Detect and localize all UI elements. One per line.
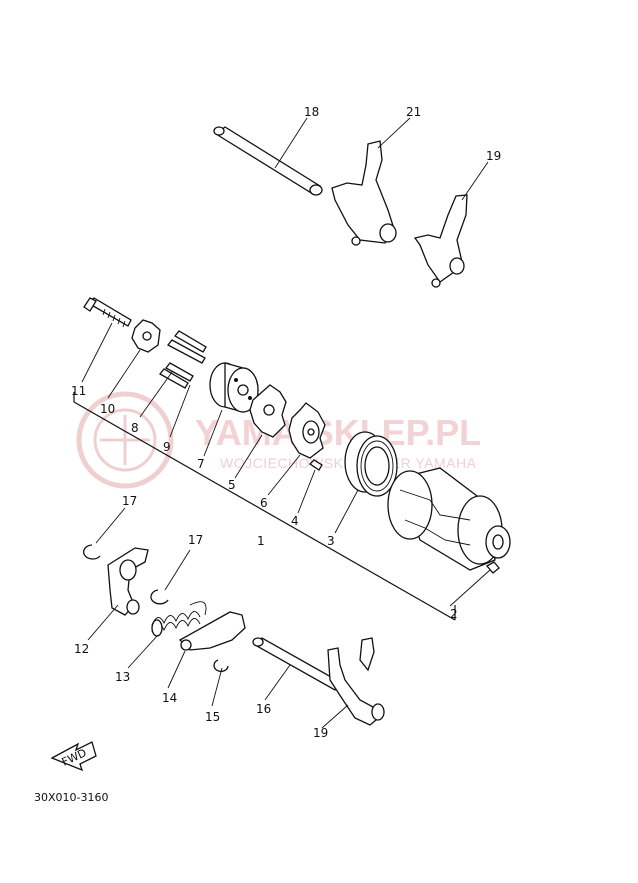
callout-18: 18 [304, 105, 319, 119]
callout-17-right: 17 [188, 533, 203, 547]
part-2-shift-drum [387, 467, 511, 574]
callout-16: 16 [256, 702, 271, 716]
callout-15: 15 [205, 710, 220, 724]
callout-11: 11 [71, 384, 86, 398]
part-14-arm [178, 601, 246, 651]
callout-13: 13 [115, 670, 130, 684]
leader-13 [127, 634, 159, 669]
part-11-bolt [83, 297, 132, 328]
leader-9 [169, 384, 191, 438]
part-19-shift-fork [413, 194, 468, 288]
part-16-shift-shaft [252, 637, 341, 691]
leader-7 [203, 409, 223, 457]
callout-21: 21 [406, 105, 421, 119]
assembly-bracket-lines [73, 392, 456, 621]
part-4-pin [308, 459, 323, 471]
part-20-shift-fork [327, 637, 385, 726]
part-8-9-pins [159, 330, 207, 389]
leader-5 [234, 434, 263, 479]
leader-18 [274, 117, 308, 169]
part-12-shift-lever [107, 547, 149, 616]
callout-5: 5 [228, 478, 236, 492]
part-21-shift-fork [331, 140, 397, 246]
part-15-clip [213, 659, 229, 673]
callout-1: 1 [257, 534, 265, 548]
callout-14: 14 [162, 691, 177, 705]
leader-16 [264, 664, 291, 701]
callout-7: 7 [197, 457, 205, 471]
leader-12 [87, 604, 119, 641]
part-7-cam-segment [209, 362, 259, 413]
leader-8 [139, 371, 173, 418]
callout-12: 12 [74, 642, 89, 656]
callout-10: 10 [100, 402, 115, 416]
part-3-bearing [344, 431, 398, 497]
part-10-segment [131, 319, 161, 353]
leader-21 [377, 117, 411, 149]
part-18-shift-rod [213, 126, 323, 196]
callout-9: 9 [163, 440, 171, 454]
part-17-circlip-left [83, 544, 101, 560]
callout-19: 19 [486, 149, 501, 163]
leader-17a [95, 507, 126, 544]
callout-3: 3 [327, 534, 335, 548]
leader-14 [167, 650, 186, 689]
callout-20: 19 [313, 726, 328, 740]
leader-4 [297, 469, 316, 514]
callout-8: 8 [131, 421, 139, 435]
part-13-spring [151, 611, 201, 637]
callout-2: 2 [450, 607, 458, 621]
callout-labels: 18 21 19 11 10 8 9 7 5 6 4 1 3 2 17 17 1… [71, 105, 501, 740]
figure-code: 30X010-3160 [34, 791, 109, 804]
callout-6: 6 [260, 496, 268, 510]
leader-15 [211, 667, 223, 707]
leader-11 [81, 322, 113, 383]
leader-20 [321, 704, 349, 729]
callout-17-left: 17 [122, 494, 137, 508]
part-5-stopper-plate [249, 384, 287, 438]
fwd-arrow-icon: FWD [50, 741, 97, 772]
leader-19 [461, 161, 489, 201]
leader-10 [107, 349, 141, 399]
watermark: YAMA-SKLEP.PL WOJCIECHOWSKI DEALER YAMAH… [76, 391, 481, 489]
leader-17b [164, 549, 191, 591]
leader-3 [334, 489, 359, 534]
leader-6 [267, 454, 301, 496]
part-6-segment-plate [288, 402, 326, 459]
watermark-title: YAMA-SKLEP.PL [195, 412, 481, 453]
leader-2 [449, 569, 491, 607]
dealer-logo-icon [76, 391, 174, 489]
part-17-circlip-right [150, 589, 169, 605]
callout-4: 4 [291, 514, 299, 528]
